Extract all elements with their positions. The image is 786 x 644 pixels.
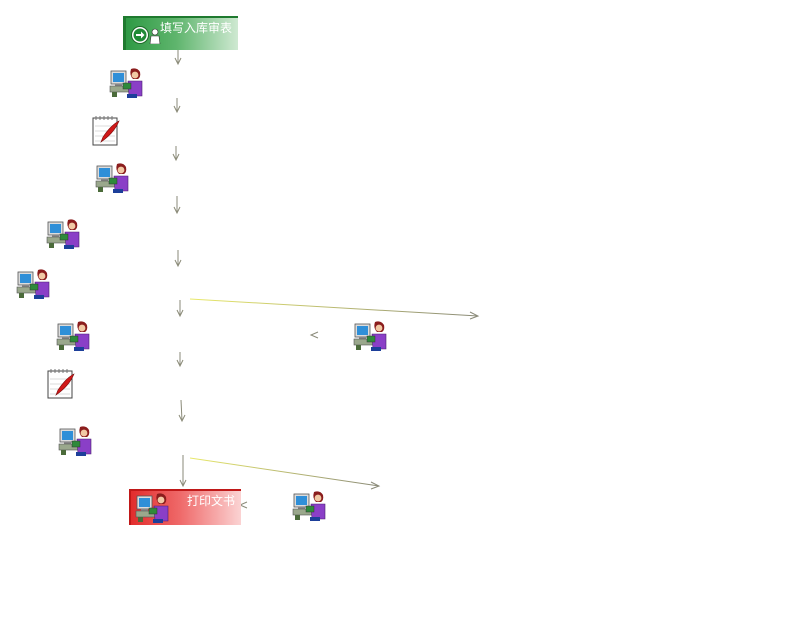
operator-node-6[interactable] xyxy=(58,425,92,457)
start-node-label: 填写入库审表 xyxy=(160,21,233,35)
spine-arrow-2 xyxy=(173,98,181,114)
spine-arrow-4 xyxy=(173,196,181,215)
spine-arrow-1 xyxy=(174,50,182,66)
spine-arrow-5 xyxy=(174,250,182,268)
side-arrow-lower xyxy=(238,501,291,509)
person-at-computer-icon xyxy=(109,68,143,98)
notepad-quill-icon xyxy=(47,369,75,399)
side-arrow-upper xyxy=(309,331,352,339)
spine-arrow-8 xyxy=(178,399,186,423)
person-at-computer-icon xyxy=(56,321,90,351)
person-at-computer-icon xyxy=(353,321,387,351)
spine-arrow-6 xyxy=(176,300,184,318)
operator-node-end xyxy=(135,492,169,524)
spine-arrow-3 xyxy=(172,146,180,162)
person-at-computer-icon xyxy=(46,219,80,249)
end-node[interactable]: 打印文书 xyxy=(129,489,241,525)
spine-arrow-7 xyxy=(176,352,184,368)
branch-arrow-upper xyxy=(189,298,480,320)
person-at-computer-icon xyxy=(135,493,169,523)
start-node[interactable]: 填写入库审表 xyxy=(123,16,238,50)
record-node-2[interactable] xyxy=(46,368,76,400)
person-at-computer-icon xyxy=(292,491,326,521)
operator-node-2[interactable] xyxy=(95,162,129,194)
operator-node-side-1[interactable] xyxy=(353,320,387,352)
branch-arrow-lower xyxy=(189,457,381,490)
operator-node-1[interactable] xyxy=(109,67,143,99)
operator-node-3[interactable] xyxy=(46,218,80,250)
person-at-computer-icon xyxy=(16,269,50,299)
operator-node-side-2[interactable] xyxy=(292,490,326,522)
notepad-quill-icon xyxy=(92,116,120,146)
green-arrow-icon xyxy=(131,26,149,44)
end-node-label: 打印文书 xyxy=(187,494,236,508)
person-icon xyxy=(149,28,161,44)
spine-arrow-9 xyxy=(179,455,187,488)
person-at-computer-icon xyxy=(95,163,129,193)
person-at-computer-icon xyxy=(58,426,92,456)
operator-node-4[interactable] xyxy=(16,268,50,300)
record-node-1[interactable] xyxy=(91,115,121,147)
operator-node-5[interactable] xyxy=(56,320,90,352)
